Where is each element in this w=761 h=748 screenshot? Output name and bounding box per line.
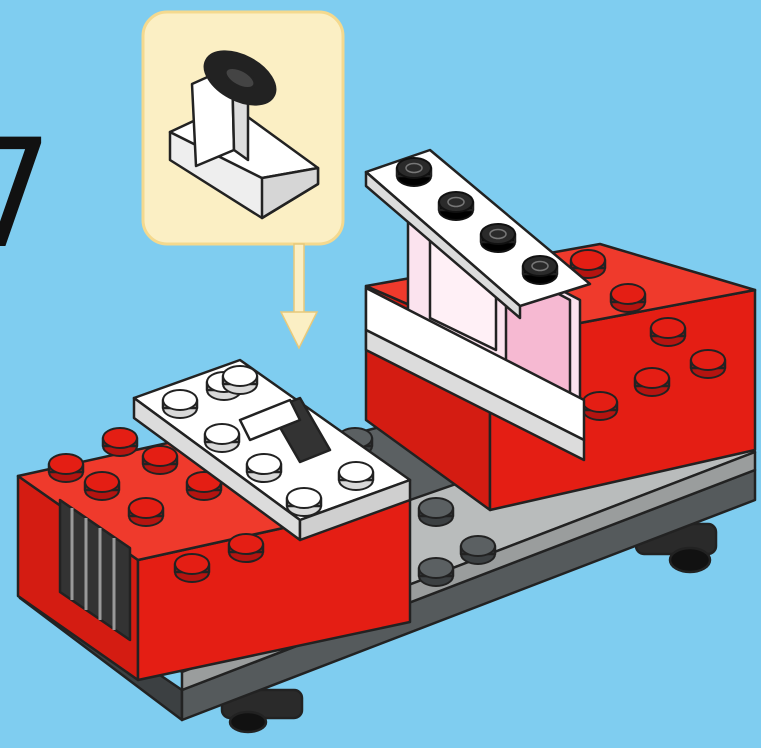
vehicle-model: [18, 150, 755, 732]
callout-arrow: [281, 244, 317, 348]
